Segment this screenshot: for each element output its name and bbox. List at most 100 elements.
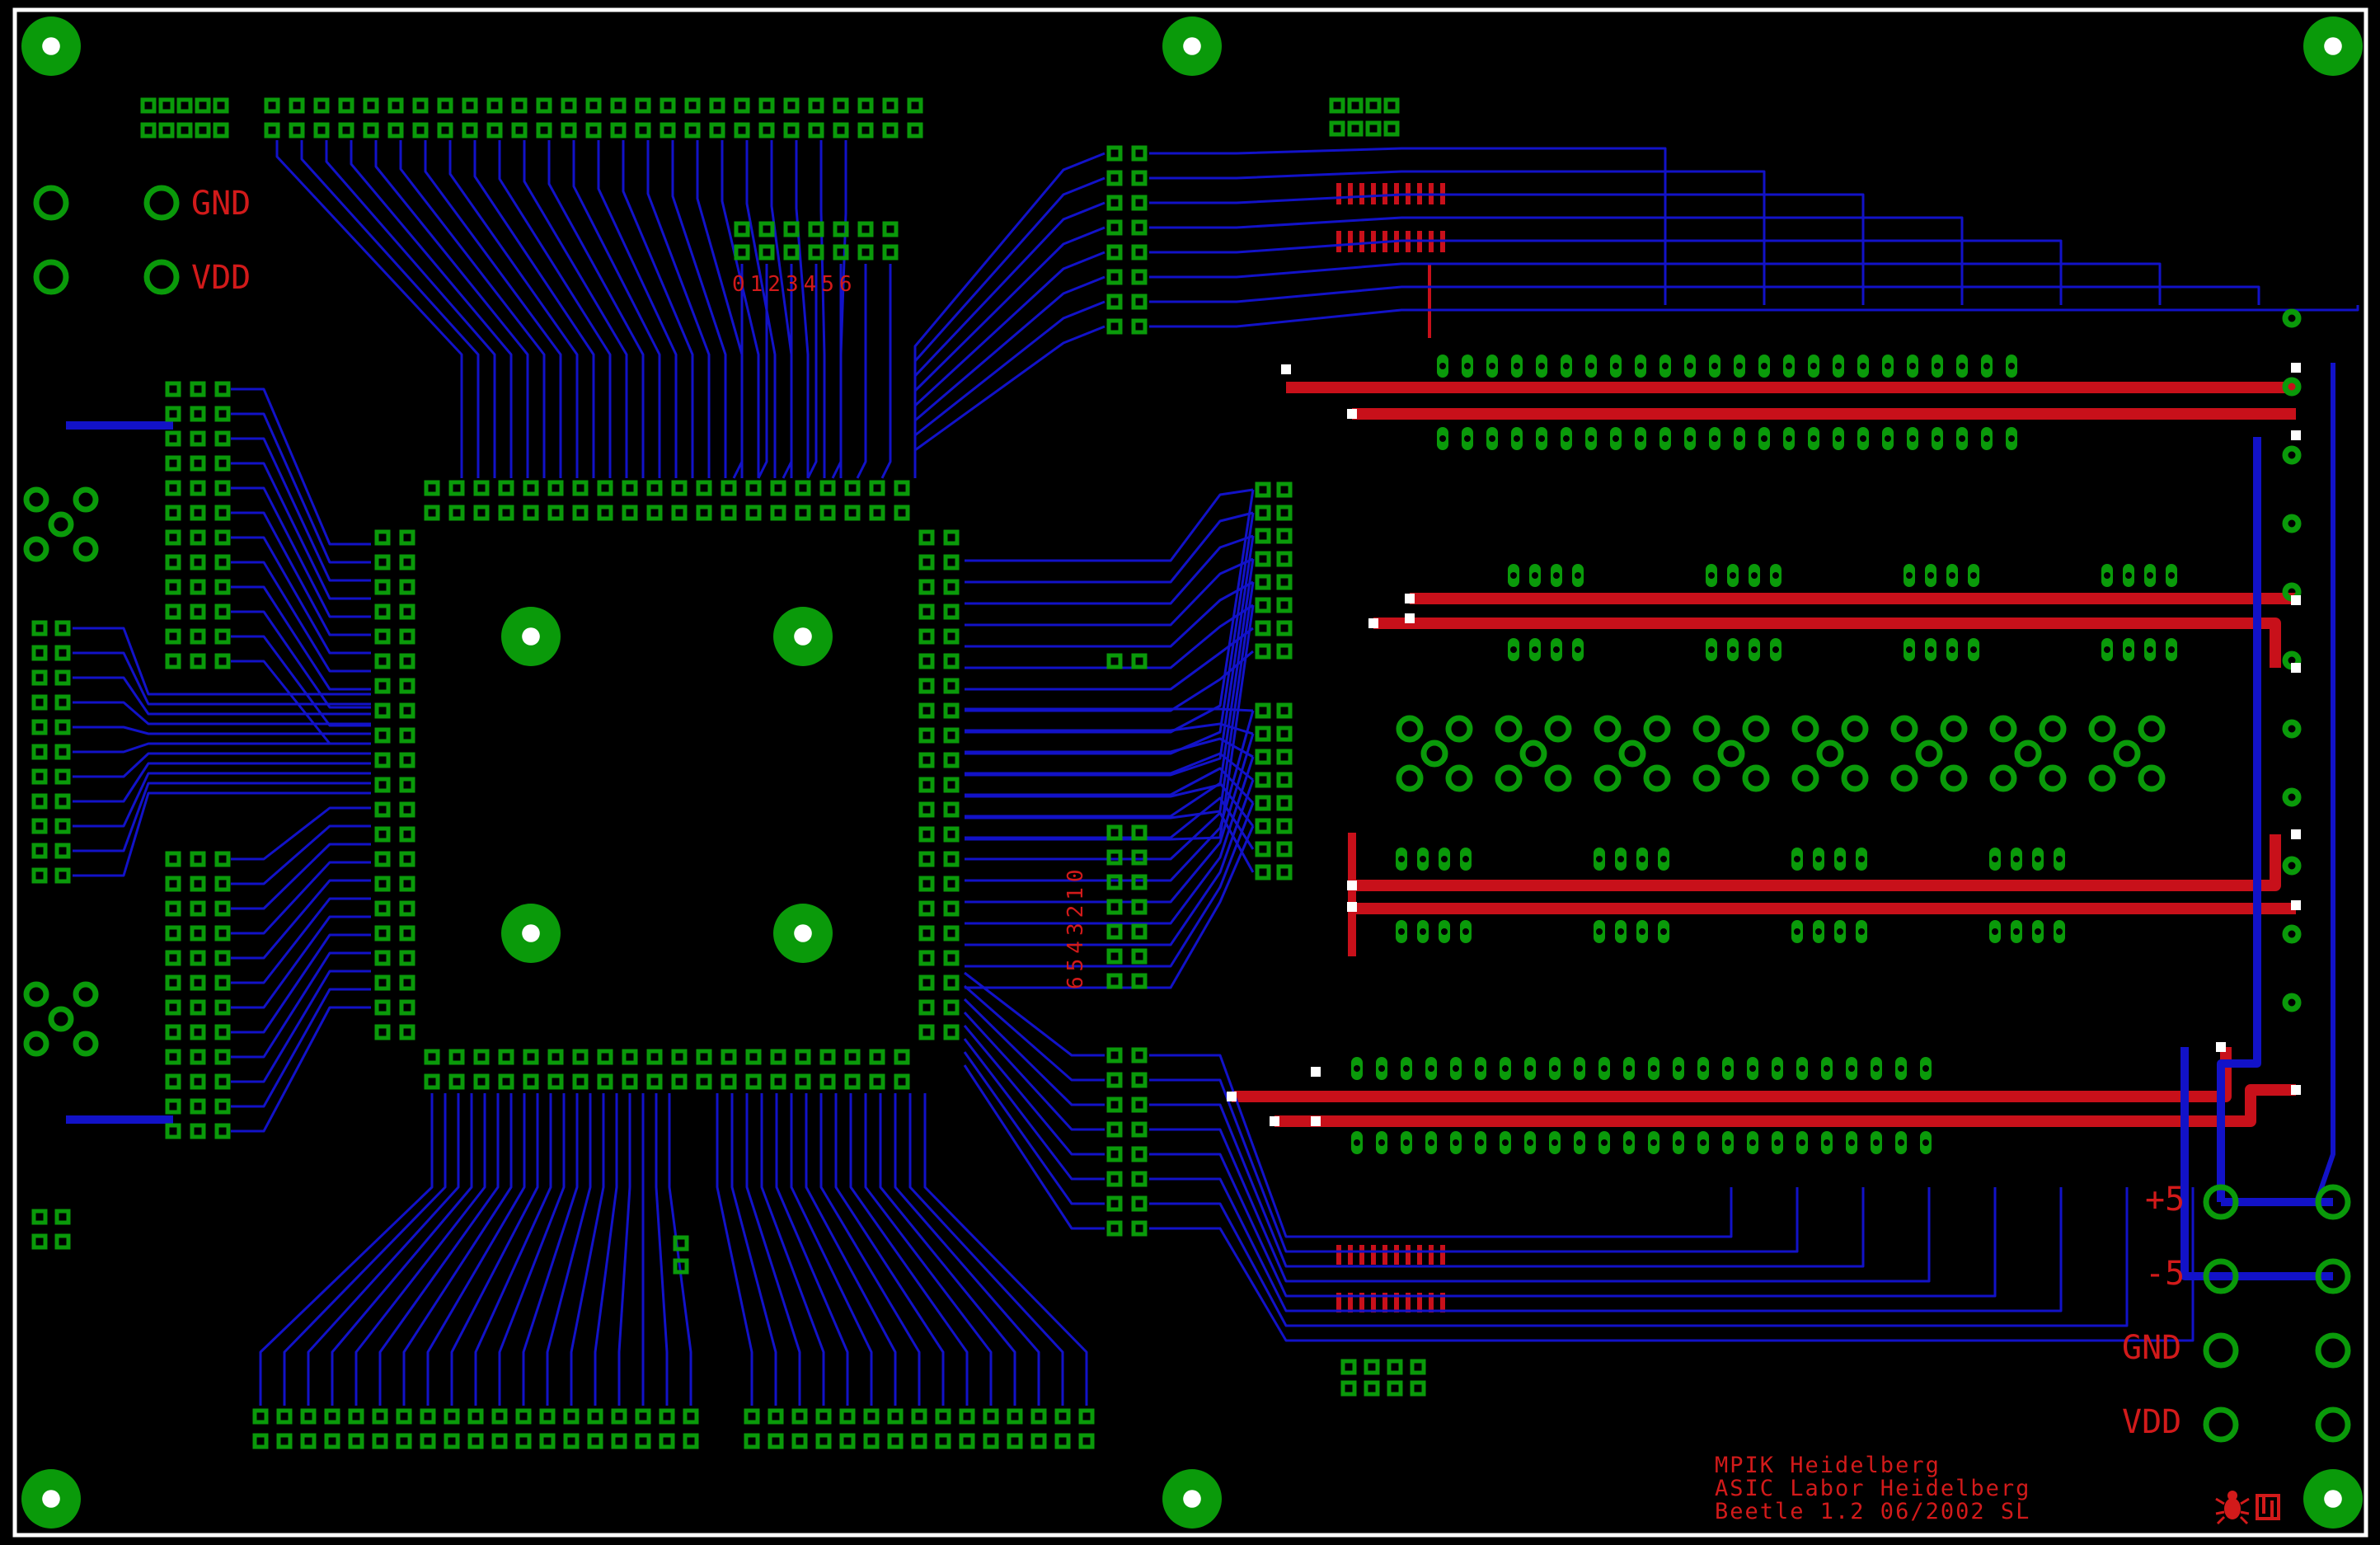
- square-pad: [374, 925, 391, 942]
- square-pad: [190, 925, 206, 942]
- square-pad: [387, 122, 404, 139]
- pad-drill: [1639, 856, 1645, 862]
- trace: [572, 140, 661, 478]
- square-pad: [745, 1049, 762, 1065]
- square-pad: [696, 1049, 712, 1065]
- square-pad: [1340, 1359, 1357, 1375]
- square-pad: [473, 1049, 490, 1065]
- square-pad: [1276, 818, 1293, 834]
- trace: [923, 1093, 1088, 1406]
- square-pad: [943, 974, 960, 991]
- square-pad: [374, 1024, 391, 1040]
- pad-drill: [1970, 646, 1977, 653]
- square-pad: [486, 122, 503, 139]
- square-pad: [791, 1408, 808, 1425]
- trace: [231, 879, 371, 960]
- trace: [307, 1093, 460, 1406]
- pad-drill: [1378, 1065, 1385, 1072]
- mounting-hole-drill: [42, 37, 60, 55]
- pad-drill: [1453, 1065, 1459, 1072]
- trace: [231, 437, 371, 582]
- round-pad: [2203, 1406, 2239, 1443]
- round-pad: [2282, 719, 2302, 739]
- square-pad: [412, 97, 429, 114]
- pad-drill: [1428, 1065, 1434, 1072]
- square-pad: [1054, 1408, 1071, 1425]
- square-pad: [31, 719, 48, 735]
- square-pad: [491, 1408, 508, 1425]
- round-pad: [143, 185, 180, 221]
- trace: [473, 140, 595, 478]
- via: [2291, 363, 2301, 373]
- square-pad: [190, 1024, 206, 1040]
- square-pad: [918, 801, 935, 818]
- via: [2291, 595, 2301, 605]
- pad-drill: [1398, 928, 1405, 935]
- square-pad: [659, 1433, 675, 1449]
- square-pad: [190, 628, 206, 645]
- round-pad: [23, 536, 49, 562]
- square-pad: [54, 793, 71, 810]
- square-pad: [1131, 653, 1148, 669]
- square-pad: [1276, 749, 1293, 765]
- trace: [374, 140, 529, 478]
- square-pad: [833, 122, 849, 139]
- round-pad: [1692, 764, 1720, 792]
- pad-drill: [1601, 1139, 1608, 1146]
- pad-drill: [2008, 435, 2015, 442]
- via: [1227, 1092, 1237, 1101]
- pad-drill: [1553, 572, 1560, 579]
- square-pad: [844, 505, 861, 521]
- square-pad: [907, 122, 923, 139]
- square-pad: [815, 1408, 832, 1425]
- square-pad: [190, 1049, 206, 1065]
- square-pad: [176, 97, 193, 114]
- square-pad: [158, 122, 175, 139]
- round-pad: [1618, 740, 1646, 768]
- trace: [448, 140, 579, 478]
- square-pad: [918, 554, 935, 571]
- square-pad: [646, 480, 663, 496]
- square-pad: [1276, 574, 1293, 590]
- square-pad: [1131, 1195, 1148, 1212]
- square-pad: [918, 999, 935, 1016]
- round-pad: [1989, 764, 2017, 792]
- chip-logo-icon: [2256, 1494, 2280, 1520]
- pad-drill: [1514, 363, 1520, 369]
- pad-drill: [1860, 363, 1866, 369]
- via: [2216, 1042, 2226, 1052]
- square-pad: [1131, 318, 1148, 335]
- square-pad: [1255, 864, 1271, 881]
- pad-drill: [2168, 572, 2175, 579]
- square-pad: [1255, 481, 1271, 498]
- square-pad: [709, 122, 725, 139]
- square-pad: [1007, 1408, 1023, 1425]
- pad-drill: [1873, 1139, 1880, 1146]
- trace: [963, 1038, 1105, 1181]
- trace: [965, 722, 1254, 735]
- square-pad: [399, 603, 415, 620]
- square-pad: [547, 505, 564, 521]
- pad-drill: [1700, 1065, 1706, 1072]
- pad-drill: [1575, 646, 1581, 653]
- square-pad: [918, 579, 935, 595]
- pad-drill: [1464, 363, 1471, 369]
- square-pad: [444, 1408, 460, 1425]
- square-pad: [894, 1073, 910, 1090]
- square-pad: [1106, 824, 1123, 841]
- mounting-hole-drill: [2324, 37, 2342, 55]
- square-pad: [300, 1408, 317, 1425]
- square-pad: [214, 974, 231, 991]
- trace: [231, 387, 371, 546]
- trace: [231, 843, 371, 910]
- pad-drill: [1439, 435, 1446, 442]
- square-pad: [399, 554, 415, 571]
- round-pad: [2315, 1184, 2351, 1220]
- pad-drill: [1992, 928, 1998, 935]
- square-pad: [473, 505, 490, 521]
- square-pad: [1106, 1171, 1123, 1187]
- pad-drill: [1786, 363, 1792, 369]
- square-pad: [338, 97, 354, 114]
- trace: [73, 701, 371, 726]
- pad-drill: [1588, 363, 1594, 369]
